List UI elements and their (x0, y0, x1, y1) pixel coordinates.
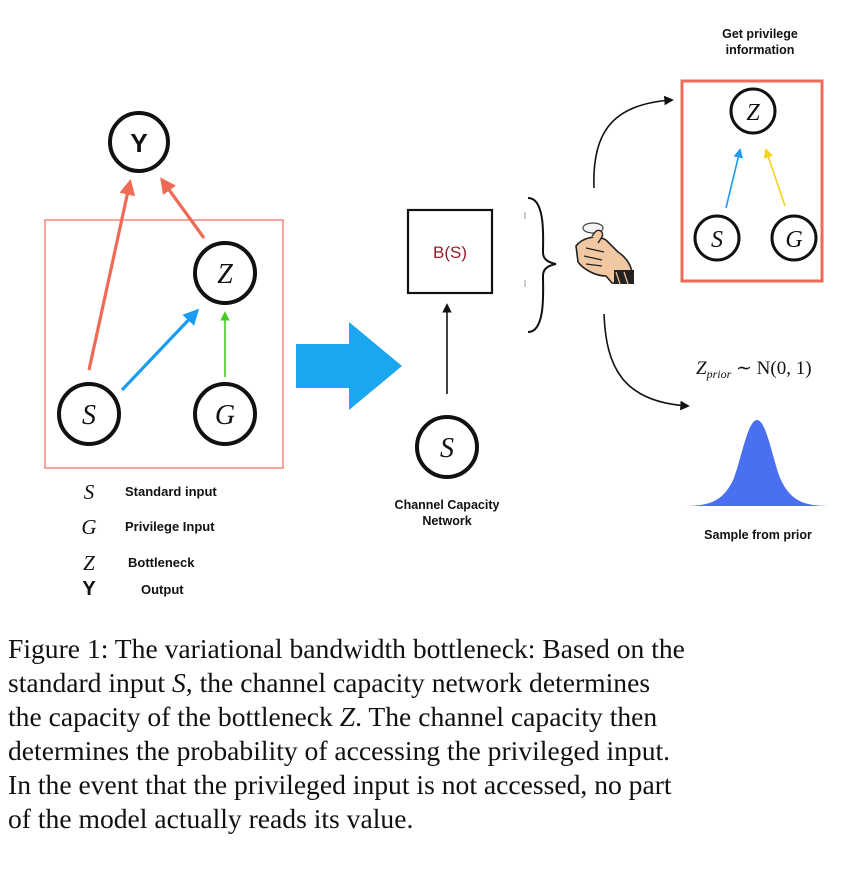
caption-line-2a: standard input (8, 667, 172, 698)
node-priv-z-label: Z (746, 100, 760, 126)
prior-formula: Zprior ∼ N(0, 1) (696, 358, 812, 381)
arrow-to-prior (603, 313, 690, 411)
channel-label-line1: Channel Capacity (395, 498, 500, 512)
legend-symbol-y: Y (82, 578, 96, 600)
node-channel-s: S (415, 415, 479, 479)
privilege-title-line2: information (726, 43, 795, 57)
z-to-y-arrow (160, 177, 206, 239)
node-priv-g: G (770, 214, 818, 262)
legend-label-y: Output (141, 582, 184, 597)
caption-math-s: S (172, 667, 186, 698)
s-to-y-arrow (87, 178, 136, 371)
channel-label-line2: Network (422, 514, 471, 528)
node-channel-s-label: S (440, 433, 454, 464)
curly-brace (527, 197, 557, 333)
bottleneck-label: B(S) (433, 243, 467, 262)
node-priv-g-label: G (785, 227, 802, 253)
figure-caption: Figure 1: The variational bandwidth bott… (8, 632, 863, 836)
prior-formula-rest: ∼ N(0, 1) (731, 358, 811, 379)
priv-g-to-z-arrow (763, 148, 786, 207)
privilege-box (680, 79, 824, 283)
node-y: Y (108, 111, 170, 173)
caption-line-2b: , the channel capacity network determine… (185, 667, 651, 698)
bell-curve-icon (684, 420, 830, 506)
arrow-to-privilege (593, 95, 674, 189)
model-box (44, 219, 284, 469)
legend-symbol-z: Z (83, 551, 95, 575)
legend-symbol-s: S (84, 480, 95, 504)
legend-symbol-g: G (81, 515, 96, 539)
pointing-hand-icon (575, 222, 634, 285)
right-arrow-icon (296, 322, 402, 410)
figure-diagram: Y Z S G S Standard input G Privilege Inp… (44, 27, 830, 600)
legend-label-s: Standard input (125, 484, 217, 499)
priv-s-to-z-arrow (725, 148, 743, 209)
caption-line-6: of the model actually reads its value. (8, 803, 414, 834)
s-to-z-arrow (120, 308, 200, 392)
caption-line-5: In the event that the privileged input i… (8, 769, 672, 800)
node-priv-s: S (693, 214, 741, 262)
prior-label: Sample from prior (704, 528, 812, 542)
node-z-label: Z (217, 259, 233, 290)
bottleneck-box (406, 208, 494, 295)
caption-line-3a: the capacity of the bottleneck (8, 701, 340, 732)
caption-line-3b: . The channel capacity then (355, 701, 658, 732)
node-priv-s-label: S (711, 227, 723, 253)
node-priv-z: Z (729, 87, 777, 135)
caption-math-z: Z (339, 701, 356, 732)
node-s: S (57, 382, 121, 446)
prior-formula-sub: prior (706, 367, 732, 381)
caption-line-1: Figure 1: The variational bandwidth bott… (8, 633, 685, 664)
privilege-title-line1: Get privilege (722, 27, 798, 41)
node-z: Z (193, 241, 257, 305)
caption-line-2: standard input S, the channel capacity n… (8, 666, 863, 700)
node-g-label: G (215, 400, 235, 431)
caption-line-4: determines the probability of accessing … (8, 735, 671, 766)
node-s-label: S (82, 400, 96, 431)
legend-label-g: Privilege Input (125, 519, 215, 534)
node-g: G (193, 382, 257, 446)
prior-formula-z: Z (696, 358, 707, 379)
legend: S Standard input G Privilege Input Z Bot… (81, 480, 217, 600)
caption-line-3: the capacity of the bottleneck Z. The ch… (8, 700, 863, 734)
legend-label-z: Bottleneck (128, 555, 195, 570)
node-y-label: Y (130, 128, 147, 158)
